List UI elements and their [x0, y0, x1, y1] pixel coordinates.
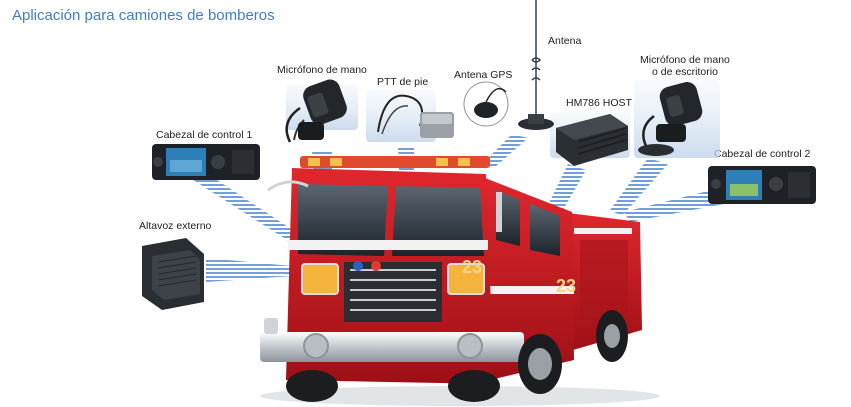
label-microfono-de-mano: Micrófono de mano [277, 64, 367, 76]
hm786-host-unit [556, 114, 628, 166]
label-altavoz-externo: Altavoz externo [139, 220, 212, 232]
control-head-1 [152, 144, 260, 180]
beam-cabezal-2 [624, 190, 724, 222]
label-ptt-de-pie: PTT de pie [377, 76, 429, 88]
beam-microfono-escritorio [610, 158, 668, 216]
headlight-left [301, 263, 339, 295]
label-microfono-escritorio: Micrófono de mano o de escritorio [640, 54, 730, 78]
beam-cabezal-1 [190, 178, 320, 252]
fire-truck: 23 23 [260, 156, 660, 406]
label-antena: Antena [548, 35, 582, 47]
beam-altavoz [206, 258, 292, 282]
unit-number-side: 23 [556, 276, 576, 296]
wheel-front-left [286, 370, 338, 402]
windshield-right [392, 186, 484, 256]
ptt-foot-pedal [377, 94, 454, 138]
desktop-microphone [638, 82, 703, 156]
label-hm786-host: HM786 HOST [566, 97, 632, 109]
headlight-right [447, 263, 485, 295]
page-title: Aplicación para camiones de bomberos [12, 7, 275, 24]
front-bumper [260, 332, 524, 362]
grille [344, 262, 442, 322]
hand-microphone-left [285, 79, 347, 143]
unit-number-front: 23 [462, 257, 482, 277]
control-head-2 [708, 166, 816, 204]
wheel-front-right [448, 370, 500, 402]
label-antena-gps: Antena GPS [454, 69, 513, 81]
label-cabezal-control-1: Cabezal de control 1 [156, 129, 253, 141]
label-microfono-escritorio-line1: Micrófono de mano [640, 54, 730, 66]
antenna [518, 0, 554, 130]
label-cabezal-control-2: Cabezal de control 2 [714, 148, 811, 160]
gps-antenna [463, 81, 509, 127]
windshield-left [298, 184, 388, 256]
external-speaker [142, 238, 204, 310]
label-microfono-escritorio-line2: o de escritorio [651, 66, 718, 78]
beam-antena-gps [484, 134, 528, 168]
